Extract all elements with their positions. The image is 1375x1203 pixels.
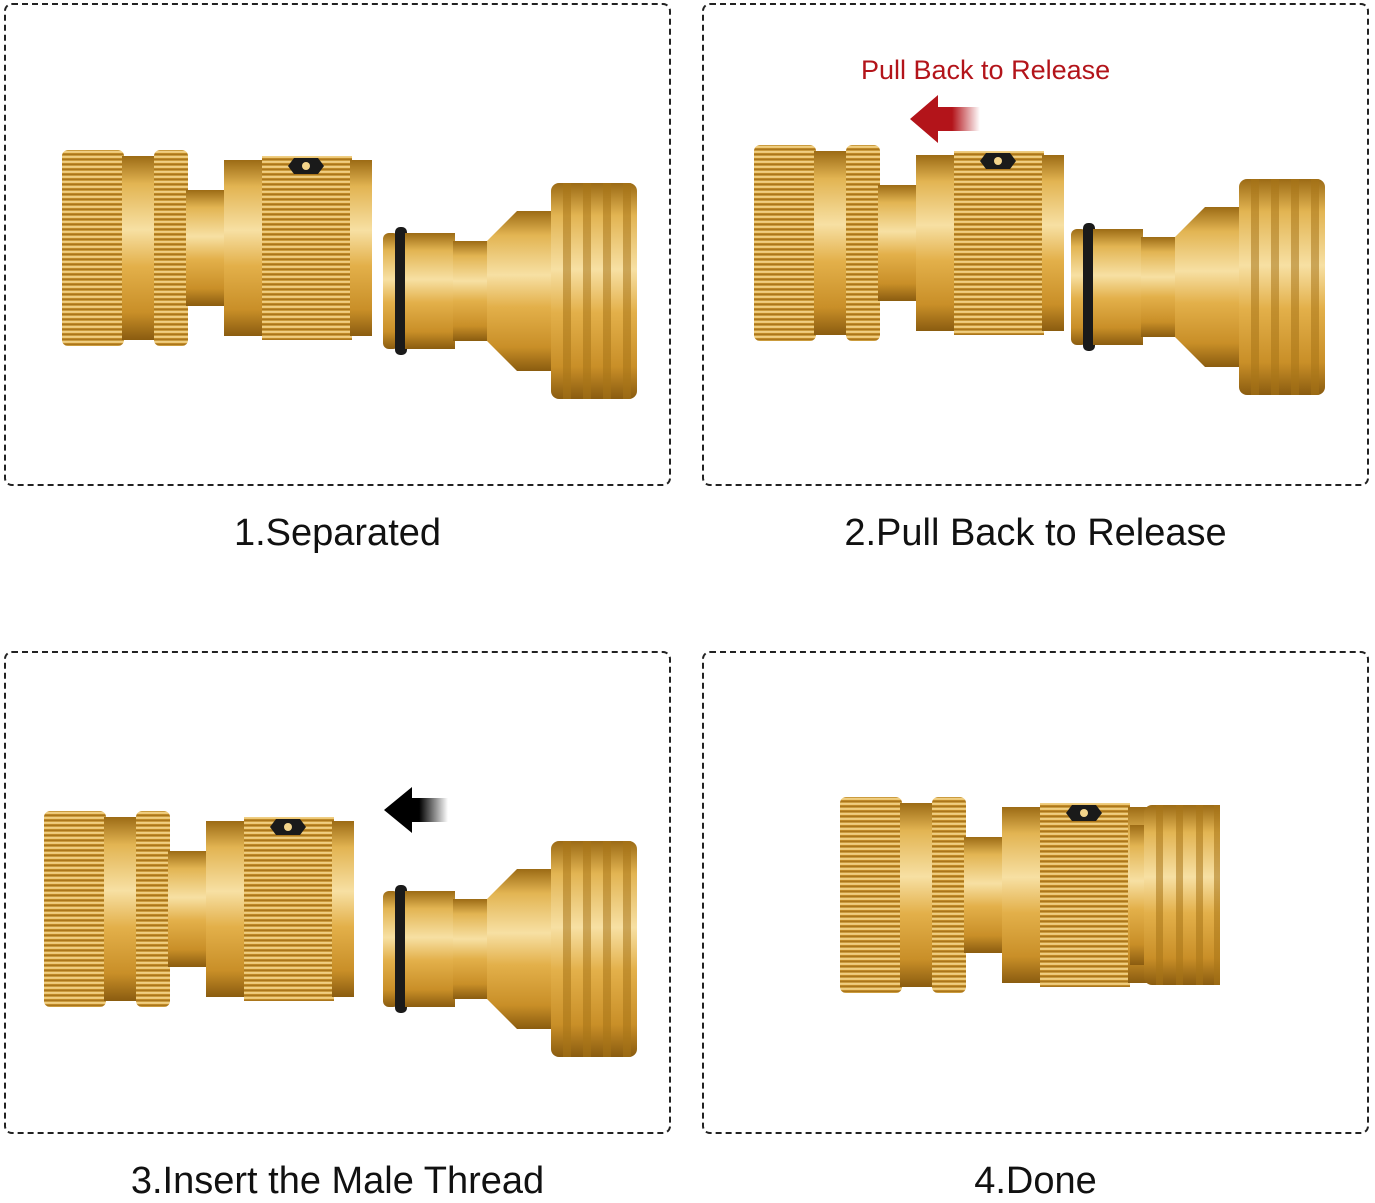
connected-fitting-image — [840, 797, 1220, 997]
step-2-panel: Pull Back to Release — [702, 3, 1369, 486]
male-connector-image — [378, 181, 648, 401]
female-connector-image — [62, 150, 382, 350]
red-left-arrow-icon — [910, 95, 980, 143]
male-connector-image — [378, 839, 648, 1059]
step-2-caption: 2.Pull Back to Release — [844, 512, 1227, 554]
pull-back-hint: Pull Back to Release — [861, 55, 1111, 85]
step-3-caption: 3.Insert the Male Thread — [130, 1160, 545, 1202]
female-connector-image — [44, 811, 374, 1011]
step-1-panel — [4, 3, 671, 486]
step-4-caption: 4.Done — [974, 1160, 1097, 1202]
step-4-panel — [702, 651, 1369, 1134]
black-left-arrow-icon — [384, 787, 448, 833]
step-3-panel — [4, 651, 671, 1134]
step-1-caption: 1.Separated — [233, 512, 442, 554]
female-connector-image — [754, 145, 1084, 345]
male-connector-image — [1066, 177, 1336, 397]
